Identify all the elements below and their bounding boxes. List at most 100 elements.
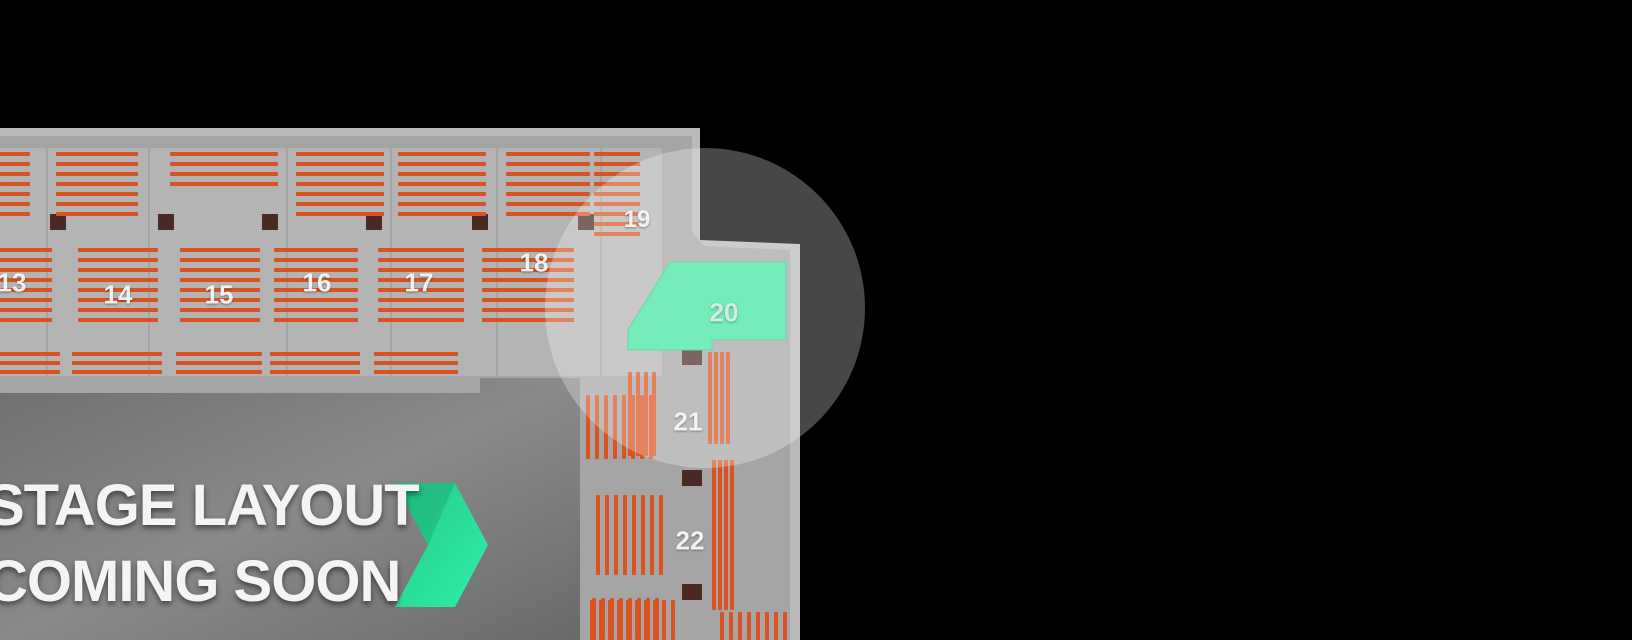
seat-row	[180, 268, 260, 272]
seat-row	[78, 248, 158, 252]
vomitory-block	[366, 214, 382, 230]
seat-row	[180, 308, 260, 312]
vomitory-block	[158, 214, 174, 230]
section-label-14[interactable]: 14	[103, 279, 133, 310]
section-label-18[interactable]: 18	[519, 247, 549, 278]
seat-row	[652, 372, 656, 456]
seat-row	[270, 352, 360, 356]
seat-row	[0, 288, 52, 292]
seat-row	[599, 600, 603, 640]
seat-row	[628, 372, 632, 456]
seat-row	[594, 202, 640, 206]
seat-row	[640, 395, 644, 459]
seat-row	[671, 600, 675, 640]
seat-row	[0, 278, 52, 282]
seat-row	[274, 318, 358, 322]
seat-row	[398, 192, 486, 196]
seat-row	[378, 278, 464, 282]
seat-rows	[0, 152, 787, 640]
seat-row	[398, 182, 486, 186]
vomitory-block	[262, 214, 278, 230]
seat-row	[398, 172, 486, 176]
seat-row	[0, 202, 30, 206]
seat-row	[765, 612, 769, 640]
section-label-15[interactable]: 15	[204, 279, 234, 310]
section-label-20[interactable]: 20	[709, 297, 739, 328]
seat-row	[0, 308, 52, 312]
seat-row	[374, 361, 458, 365]
seat-row	[783, 612, 787, 640]
seat-row	[176, 361, 262, 365]
seat-row	[374, 370, 458, 374]
seat-row	[78, 258, 158, 262]
seat-row	[0, 212, 30, 216]
seat-row	[378, 268, 464, 272]
seat-row	[180, 258, 260, 262]
seat-row	[170, 172, 278, 176]
seat-row	[622, 395, 626, 459]
seat-row	[378, 298, 464, 302]
seat-row	[644, 372, 648, 456]
seat-row	[274, 298, 358, 302]
seat-row	[398, 202, 486, 206]
seat-row	[56, 152, 138, 156]
section-label-21[interactable]: 21	[673, 406, 703, 437]
seat-row	[0, 370, 60, 374]
seat-row	[594, 182, 640, 186]
seat-row	[72, 370, 162, 374]
seat-row	[506, 202, 590, 206]
seat-row	[0, 162, 30, 166]
seat-row	[594, 162, 640, 166]
seat-row	[506, 182, 590, 186]
seat-row	[635, 600, 639, 640]
seat-row	[296, 192, 384, 196]
seat-row	[56, 202, 138, 206]
seat-row	[596, 495, 600, 575]
seat-row	[274, 258, 358, 262]
seat-row	[398, 212, 486, 216]
seat-row	[738, 612, 742, 640]
vomitory-block	[472, 214, 488, 230]
seat-row	[720, 352, 724, 444]
seat-row	[604, 395, 608, 459]
vomitory-block	[578, 214, 594, 230]
seat-row	[0, 258, 52, 262]
seat-row	[176, 370, 262, 374]
section-20-shape[interactable]	[627, 261, 787, 351]
seat-row	[296, 172, 384, 176]
seat-row	[756, 612, 760, 640]
seat-row	[398, 152, 486, 156]
seat-row	[595, 395, 599, 459]
seat-row	[724, 460, 728, 610]
seat-row	[0, 352, 60, 356]
chevron-logo-icon	[395, 483, 488, 607]
seat-row	[482, 288, 574, 292]
seat-row	[378, 258, 464, 262]
seat-row	[274, 288, 358, 292]
seat-row	[506, 192, 590, 196]
section-label-17[interactable]: 17	[404, 267, 434, 298]
section-label-16[interactable]: 16	[302, 267, 332, 298]
seat-row	[378, 288, 464, 292]
seat-row	[296, 182, 384, 186]
seat-row	[659, 495, 663, 575]
seat-row	[374, 352, 458, 356]
section-label-19[interactable]: 19	[623, 206, 651, 233]
seat-row	[626, 600, 630, 640]
seat-row	[270, 361, 360, 365]
seat-row	[0, 298, 52, 302]
seat-row	[180, 288, 260, 292]
seat-row	[274, 248, 358, 252]
seat-row	[482, 308, 574, 312]
seat-row	[296, 162, 384, 166]
vomitory-block	[50, 214, 66, 230]
seat-row	[482, 268, 574, 272]
seat-row	[506, 162, 590, 166]
seat-row	[653, 600, 657, 640]
seat-row	[614, 495, 618, 575]
seat-row	[623, 495, 627, 575]
section-label-13[interactable]: 13	[0, 267, 27, 298]
section-label-22[interactable]: 22	[675, 525, 705, 556]
